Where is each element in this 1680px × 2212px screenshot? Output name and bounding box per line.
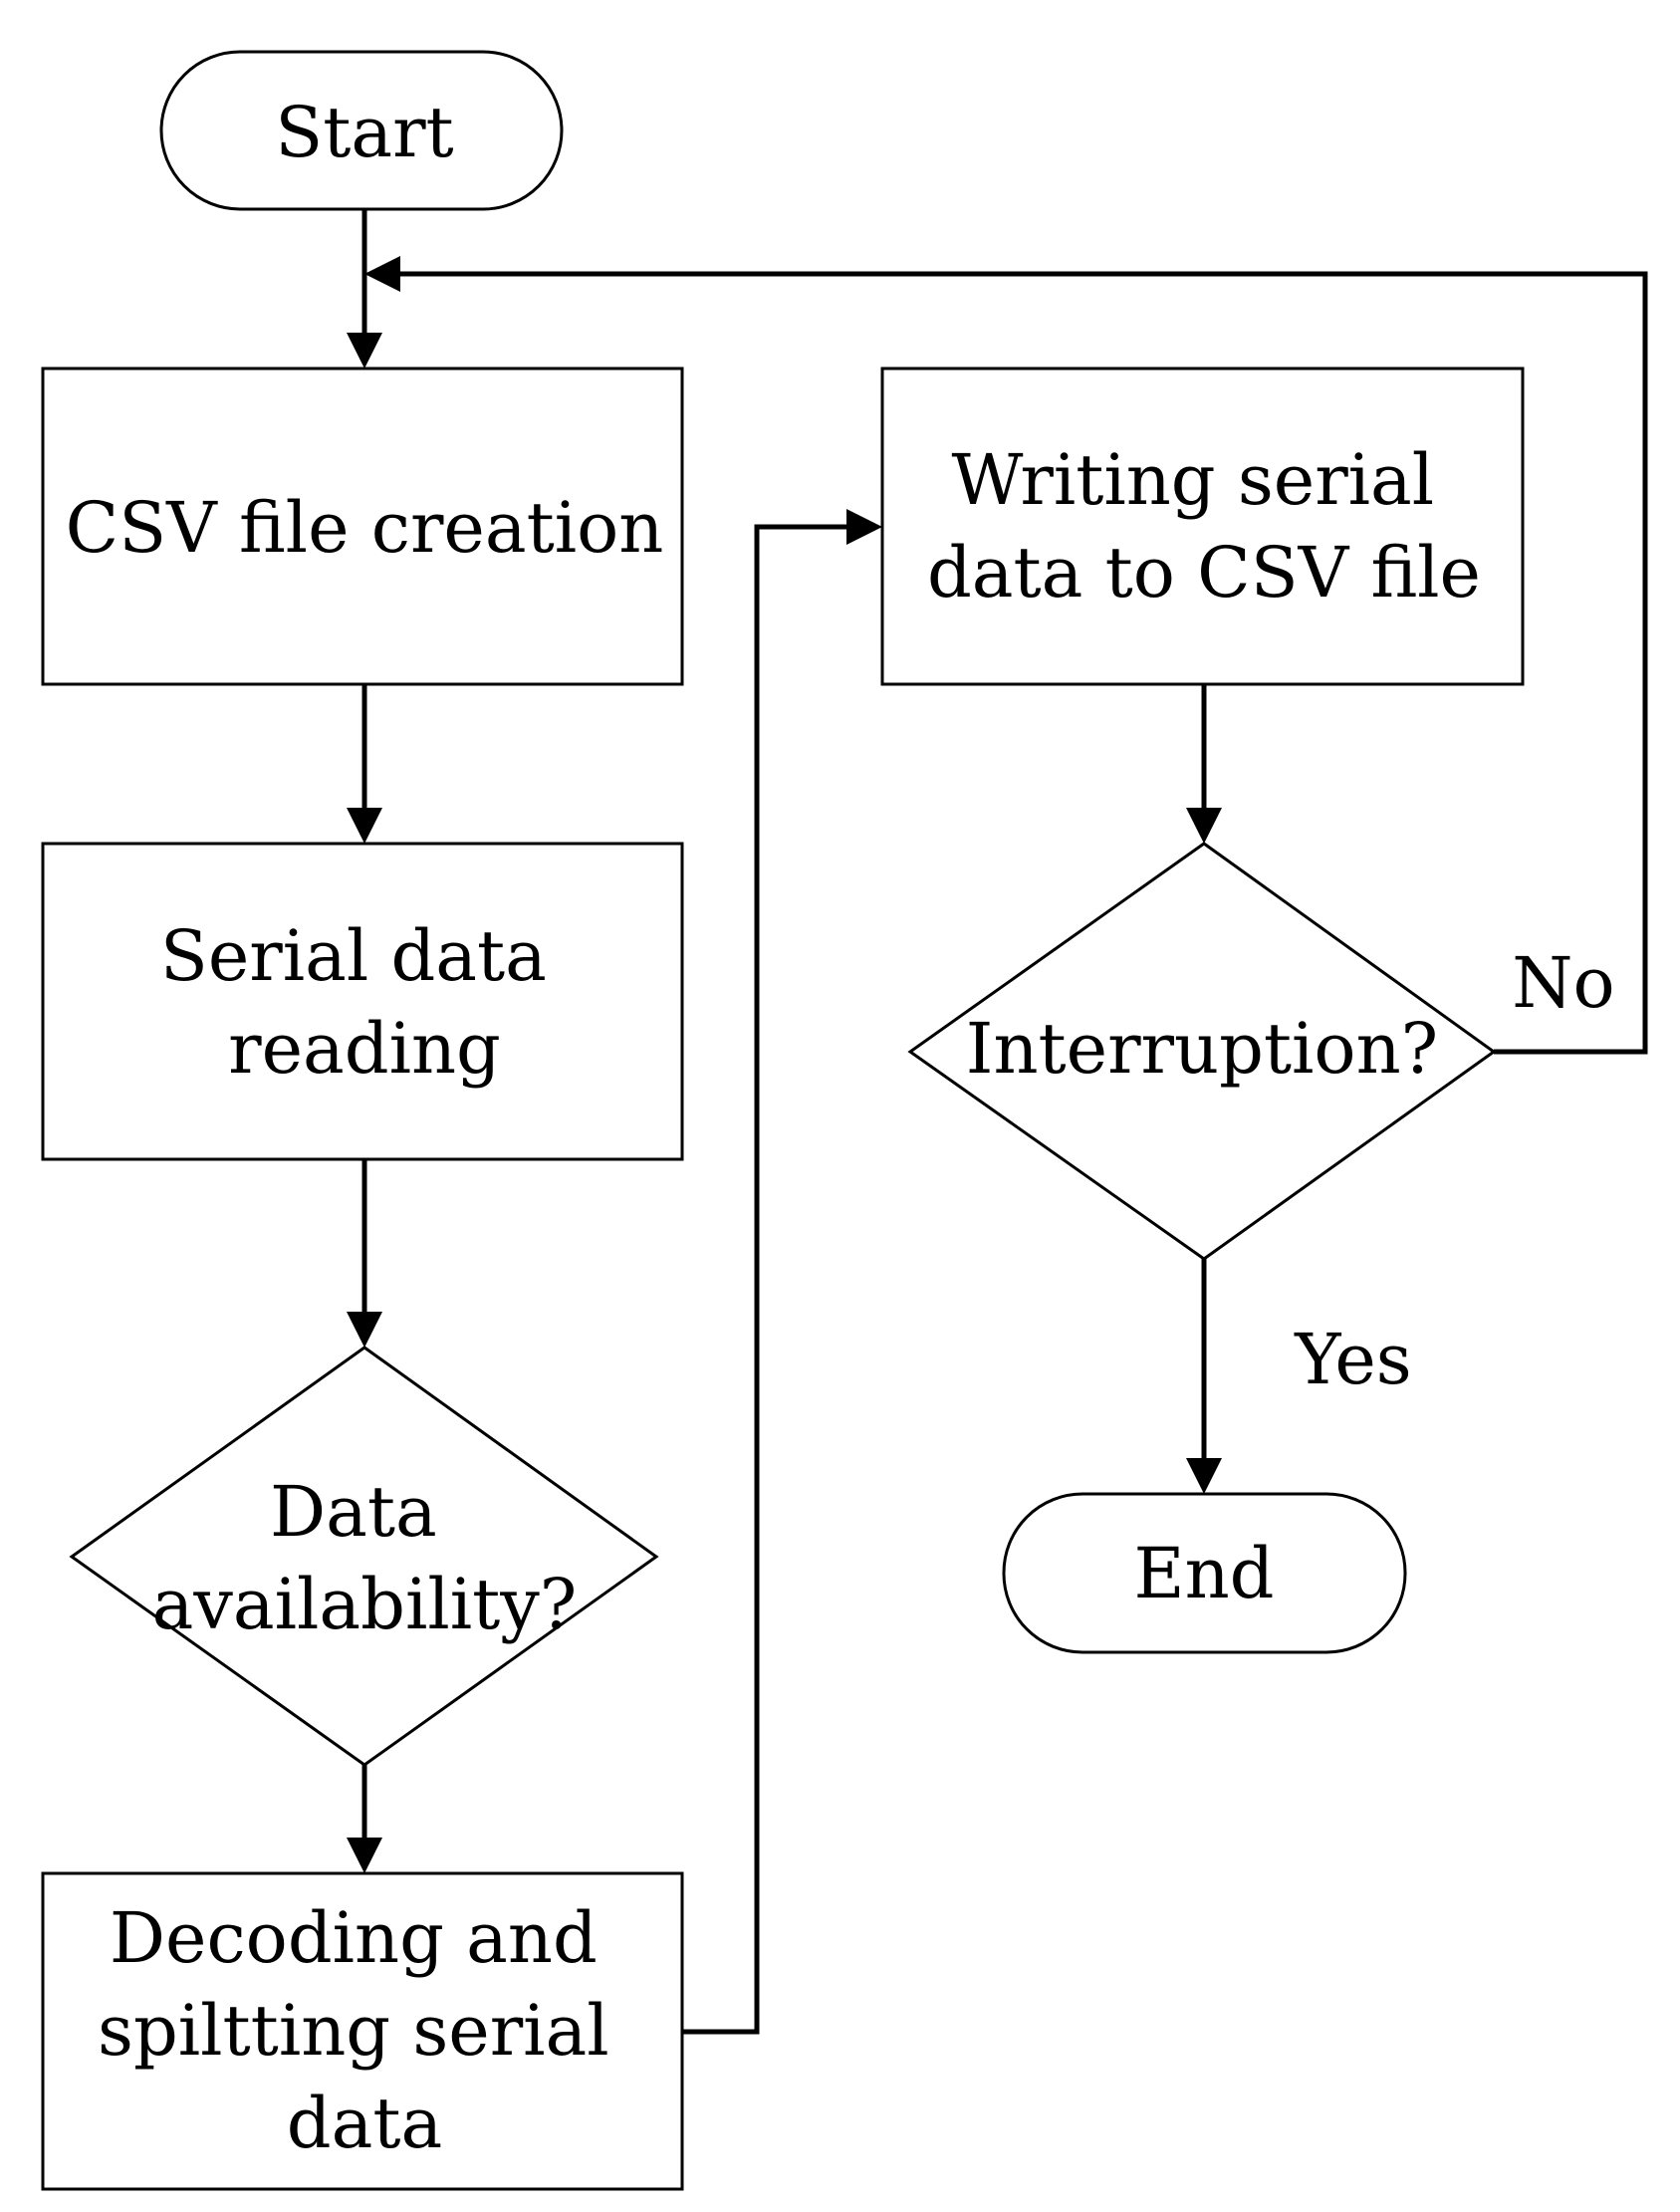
serial-data-reading-line-1: Serial data <box>160 915 547 997</box>
serial-data-reading-box <box>41 842 684 1161</box>
arrowhead-writing <box>846 509 882 545</box>
arrowhead-interruption <box>1186 808 1222 844</box>
decoding-splitting-line-2: spiltting serial <box>98 1990 609 2072</box>
end-terminator <box>1002 1492 1407 1654</box>
start-terminator <box>159 50 564 211</box>
serial-data-reading-label: Serial data reading <box>160 915 569 1090</box>
csv-file-creation-box <box>41 367 684 686</box>
no-branch-label: No <box>1512 942 1614 1024</box>
writing-serial-data-label: Writing serial data to CSV file <box>927 439 1481 614</box>
decoding-splitting-line-1: Decoding and <box>110 1897 598 1979</box>
data-availability-line-2: availability? <box>152 1564 578 1645</box>
start-label: Start <box>275 92 453 173</box>
writing-serial-data-line-1: Writing serial <box>952 439 1435 521</box>
decoding-splitting-line-3: data <box>287 2083 442 2164</box>
yes-branch-label: Yes <box>1294 1319 1411 1400</box>
data-availability-label: Data availability? <box>152 1471 578 1645</box>
csv-file-creation-label: CSV file creation <box>66 487 664 569</box>
arrowhead-decoding <box>347 1838 382 1873</box>
arrowhead-availability <box>347 1312 382 1348</box>
arrowhead-reading <box>347 808 382 844</box>
arrowhead-loop-back <box>364 256 400 292</box>
arrowhead-csv <box>347 333 382 369</box>
interruption-label: Interruption? <box>966 1008 1438 1090</box>
data-availability-decision <box>69 1346 659 1767</box>
data-availability-line-1: Data <box>270 1471 437 1553</box>
decoding-splitting-label: Decoding and spiltting serial data <box>98 1897 631 2164</box>
connector-decoding-to-writing <box>682 524 846 2035</box>
arrowhead-end <box>1186 1458 1222 1494</box>
decoding-splitting-box <box>41 1871 684 2191</box>
writing-serial-data-box <box>880 367 1525 686</box>
serial-data-reading-line-2: reading <box>228 1008 501 1090</box>
connector-no-loop-back <box>400 271 1648 1055</box>
writing-serial-data-line-2: data to CSV file <box>927 532 1481 614</box>
end-label: End <box>1134 1533 1275 1614</box>
